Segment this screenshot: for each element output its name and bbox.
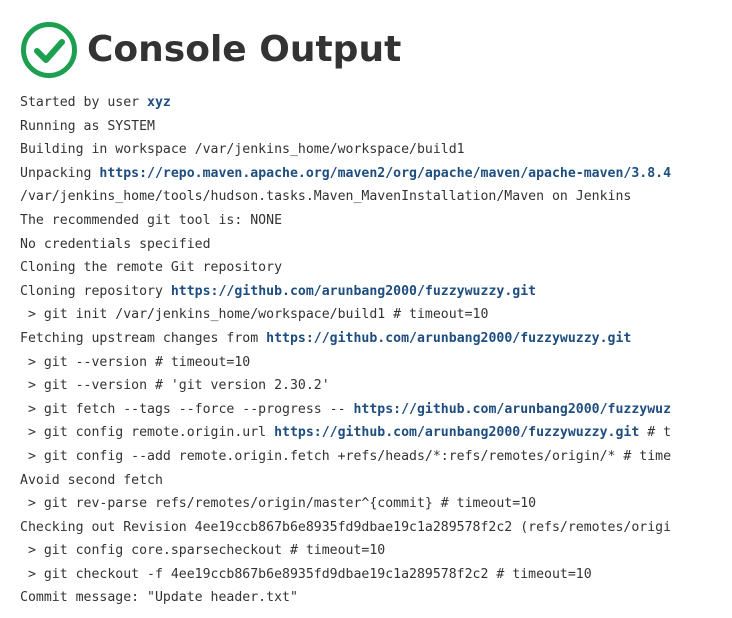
console-line-git-checkout: > git checkout -f 4ee19ccb867b6e8935fd9d…	[20, 563, 732, 587]
console-line-fetching-upstream: Fetching upstream changes from https://g…	[20, 327, 732, 351]
console-text: Building in workspace /var/jenkins_home/…	[20, 142, 465, 158]
console-text: The recommended git tool is: NONE	[20, 212, 283, 228]
console-line-unpacking: Unpacking https://repo.maven.apache.org/…	[20, 162, 732, 186]
repo-link[interactable]: https://github.com/arunbang2000/fuzzywuz…	[170, 283, 537, 299]
console-text: Checking out Revision 4ee19ccb867b6e8935…	[20, 519, 672, 535]
console-line-git-version-2: > git --version # 'git version 2.30.2'	[20, 374, 732, 398]
console-line-started-by: Started by user xyz	[20, 91, 732, 115]
console-line-git-tool: The recommended git tool is: NONE	[20, 209, 732, 233]
success-check-icon	[21, 22, 77, 78]
console-line-cloning-repo: Cloning repository https://github.com/ar…	[20, 280, 732, 304]
console-text: > git checkout -f 4ee19ccb867b6e8935fd9d…	[20, 566, 592, 582]
console-text: Avoid second fetch	[20, 472, 163, 488]
console-text: > git --version # 'git version 2.30.2'	[20, 378, 330, 394]
console-text: Unpacking	[20, 165, 100, 181]
console-line-no-credentials: No credentials specified	[20, 233, 732, 257]
console-text: # t	[639, 425, 672, 441]
console-line-git-fetch: > git fetch --tags --force --progress --…	[20, 398, 732, 422]
console-line-sparse-checkout: > git config core.sparsecheckout # timeo…	[20, 539, 732, 563]
console-text: Running as SYSTEM	[20, 118, 155, 134]
repo-link[interactable]: https://github.com/arunbang2000/fuzzywuz…	[266, 330, 632, 346]
console-text: Started by user	[20, 95, 148, 110]
console-text: > git fetch --tags --force --progress --	[20, 401, 354, 417]
repo-link[interactable]: https://github.com/arunbang2000/fuzzywuz	[353, 401, 672, 417]
console-text: > git rev-parse refs/remotes/origin/mast…	[20, 496, 537, 512]
console-text: > git --version # timeout=10	[20, 354, 251, 370]
maven-download-link[interactable]: https://repo.maven.apache.org/maven2/org…	[99, 165, 672, 181]
console-text: > git config --add remote.origin.fetch +…	[20, 448, 672, 464]
console-line-building: Building in workspace /var/jenkins_home/…	[20, 138, 732, 162]
page-header: Console Output	[20, 20, 401, 80]
console-text: > git init /var/jenkins_home/workspace/b…	[20, 307, 489, 323]
console-line-running-as: Running as SYSTEM	[20, 115, 732, 139]
console-text: No credentials specified	[20, 236, 211, 252]
page-title: Console Output	[87, 29, 402, 70]
console-line-git-init: > git init /var/jenkins_home/workspace/b…	[20, 303, 732, 327]
console-text: /var/jenkins_home/tools/hudson.tasks.Mav…	[20, 189, 632, 205]
console-line-git-version-1: > git --version # timeout=10	[20, 351, 732, 375]
repo-link[interactable]: https://github.com/arunbang2000/fuzzywuz…	[274, 425, 640, 441]
console-text: > git config core.sparsecheckout # timeo…	[20, 543, 386, 559]
console-text: Cloning repository	[20, 283, 171, 299]
console-text: Commit message: "Update header.txt"	[20, 590, 298, 606]
console-line-checking-out: Checking out Revision 4ee19ccb867b6e8935…	[20, 516, 732, 540]
console-line-rev-parse: > git rev-parse refs/remotes/origin/mast…	[20, 492, 732, 516]
console-text: Cloning the remote Git repository	[20, 260, 283, 276]
console-line-cloning-remote: Cloning the remote Git repository	[20, 256, 732, 280]
console-line-maven-path: /var/jenkins_home/tools/hudson.tasks.Mav…	[20, 185, 732, 209]
console-text: Fetching upstream changes from	[20, 330, 267, 346]
console-line-avoid-second-fetch: Avoid second fetch	[20, 469, 732, 493]
console-line-commit-message: Commit message: "Update header.txt"	[20, 586, 732, 610]
console-line-git-config-fetch: > git config --add remote.origin.fetch +…	[20, 445, 732, 469]
console-line-git-config-url: > git config remote.origin.url https://g…	[20, 421, 732, 445]
user-link[interactable]: xyz	[147, 95, 171, 110]
console-text: > git config remote.origin.url	[20, 425, 275, 441]
